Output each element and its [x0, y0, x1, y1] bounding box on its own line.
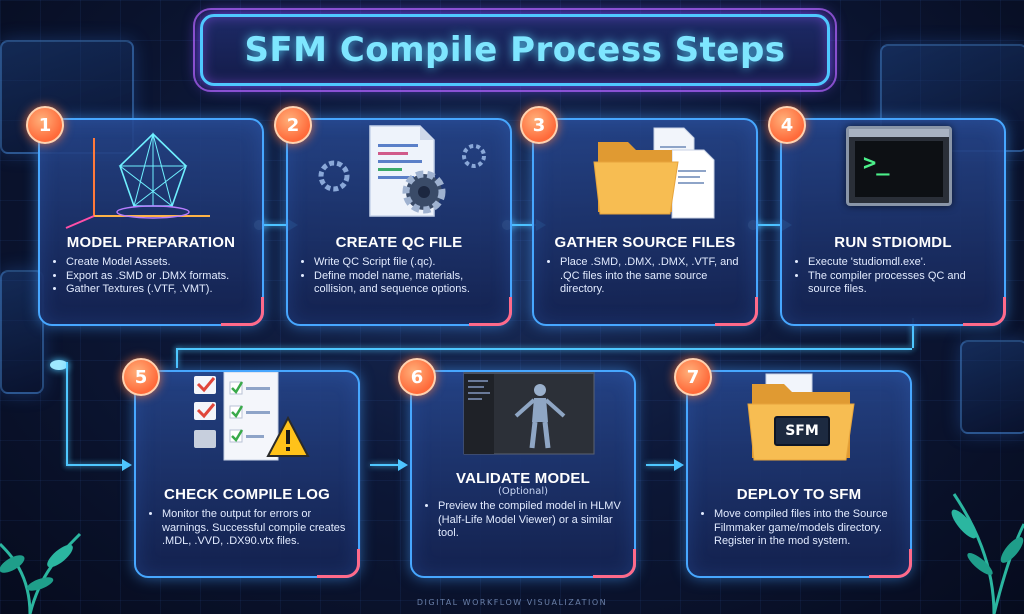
step-number-badge: 1: [26, 106, 64, 144]
connector-arrow: [674, 459, 684, 471]
footer-caption: DIGITAL WORKFLOW VISUALIZATION: [416, 598, 608, 607]
step-title: CHECK COMPILE LOG: [164, 486, 330, 503]
step-number-badge: 3: [520, 106, 558, 144]
step-card-5: 5 CHECK COMPILE LOG Monitor the output f…: [122, 358, 360, 578]
loop-connector-left: [176, 348, 178, 368]
step-bullets: Preview the compiled model in HLMV (Half…: [426, 500, 626, 541]
side-connector-horizontal: [66, 464, 124, 466]
step-number-badge: 6: [398, 358, 436, 396]
loop-connector-right: [912, 318, 914, 348]
step-title: CREATE QC FILE: [335, 234, 463, 251]
connector-line: [262, 224, 290, 226]
model-viewer-icon: [412, 367, 634, 482]
bullet-text: The compiler processes QC and source fil…: [808, 270, 996, 297]
step-card-3: 3 GATHER SOURCE FILES Place .SMD, .DMX, …: [520, 106, 758, 326]
checklist-warning-icon: [136, 371, 358, 482]
bullet-text: Monitor the output for errors or warning…: [162, 508, 350, 549]
bullet-text: Create Model Assets.: [66, 256, 254, 270]
step-card-2: 2 CREATE QC FILE Write QC Script file (.…: [274, 106, 512, 326]
wireframe-model-icon: [40, 120, 262, 230]
terminal-prompt: >_: [863, 151, 890, 176]
folder-files-icon: [534, 120, 756, 230]
step-bullets: Place .SMD, .DMX, .DMX, .VTF, and .QC fi…: [548, 256, 748, 297]
step-card-1: 1 MODEL PREPARATION Create Model Assets.…: [26, 106, 264, 326]
step-subtitle: (Optional): [497, 486, 549, 497]
bullet-text: Preview the compiled model in HLMV (Half…: [438, 500, 626, 541]
step-bullets: Execute 'studiomdl.exe'. The compiler pr…: [796, 256, 996, 297]
sfm-label-box: SFM: [774, 416, 830, 446]
connector-arrow: [398, 459, 408, 471]
terminal-icon: >_: [782, 120, 1004, 230]
terminal-window: >_: [846, 126, 952, 206]
step-card-7: 7 SFM DEPLOY TO SFM Move compiled files …: [674, 358, 912, 578]
step-number-badge: 7: [674, 358, 712, 396]
step-title: MODEL PREPARATION: [66, 234, 236, 251]
step-number-badge: 5: [122, 358, 160, 396]
sfm-folder-icon: SFM: [688, 372, 910, 482]
connector-line: [370, 464, 400, 466]
side-connector-vertical: [66, 362, 68, 466]
step-title: VALIDATE MODEL: [456, 470, 590, 487]
bullet-text: Write QC Script file (.qc).: [314, 256, 502, 270]
step-number-badge: 4: [768, 106, 806, 144]
connector-arrow: [122, 459, 132, 471]
step-card-4: 4 >_ RUN STDIOMDL Execute 'studiomdl.exe…: [768, 106, 1006, 326]
loop-connector-top: [176, 348, 912, 350]
connector-line: [756, 224, 784, 226]
connector-line: [510, 224, 538, 226]
connector-line: [646, 464, 676, 466]
step-title: RUN STDIOMDL: [834, 234, 952, 251]
title-banner: SFM Compile Process Steps: [193, 8, 837, 92]
page-title: SFM Compile Process Steps: [244, 30, 786, 70]
step-bullets: Monitor the output for errors or warning…: [150, 508, 350, 549]
bullet-text: Place .SMD, .DMX, .DMX, .VTF, and .QC fi…: [560, 256, 748, 297]
sfm-label: SFM: [785, 423, 819, 439]
plant-left-icon: [0, 532, 82, 614]
bullet-text: Gather Textures (.VTF, .VMT).: [66, 283, 254, 297]
glow-orb: [50, 360, 68, 370]
script-file-gears-icon: [288, 120, 510, 230]
bullet-text: Execute 'studiomdl.exe'.: [808, 256, 996, 270]
step-card-6: 6 VALIDATE MODEL (Optional) Preview the …: [398, 358, 636, 578]
bullet-text: Export as .SMD or .DMX formats.: [66, 270, 254, 284]
step-bullets: Create Model Assets. Export as .SMD or .…: [54, 256, 254, 297]
step-title: GATHER SOURCE FILES: [554, 234, 736, 251]
bullet-text: Move compiled files into the Source Film…: [714, 508, 902, 549]
step-title: DEPLOY TO SFM: [736, 486, 862, 503]
bullet-text: Define model name, materials, collision,…: [314, 270, 502, 297]
right-lower-panel: [960, 340, 1024, 434]
step-bullets: Write QC Script file (.qc). Define model…: [302, 256, 502, 297]
plant-right-icon: [951, 493, 1024, 614]
step-number-badge: 2: [274, 106, 312, 144]
left-lower-panel: [0, 270, 44, 394]
step-bullets: Move compiled files into the Source Film…: [702, 508, 902, 549]
